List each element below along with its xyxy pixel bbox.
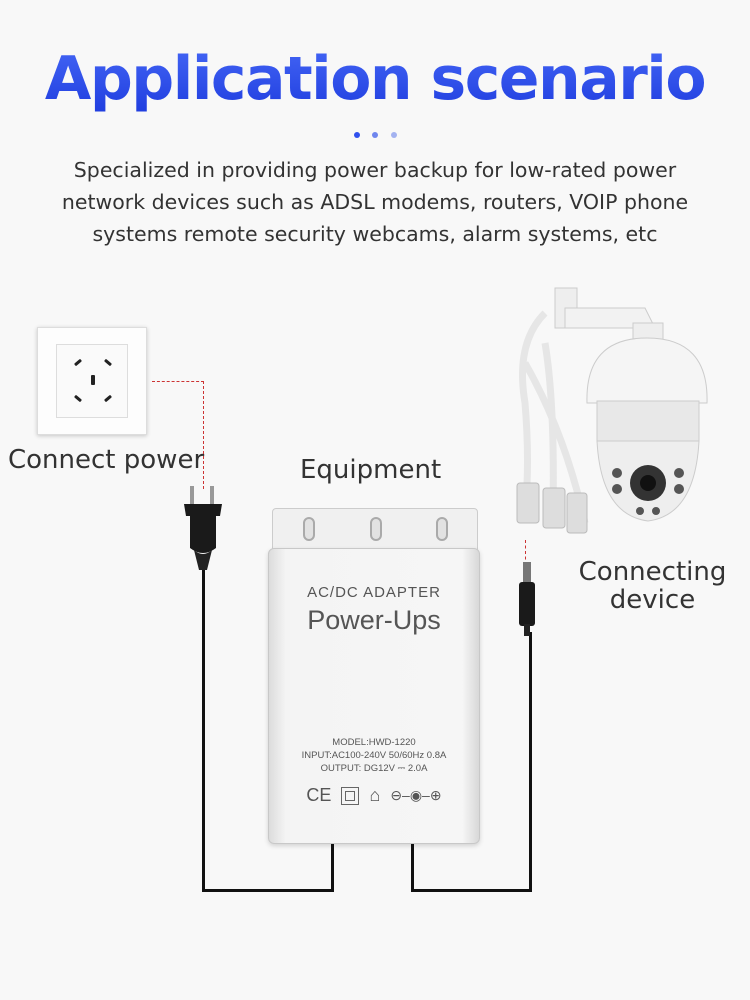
guide-line <box>525 540 526 565</box>
output-text: OUTPUT: DG12V ⎓ 2.0A <box>320 763 428 774</box>
adapter-type: AC/DC ADAPTER <box>307 584 441 601</box>
model-text: MODEL:HWD-1220 <box>332 737 416 748</box>
cable <box>529 632 532 892</box>
decor-dot <box>354 132 360 138</box>
label-line: Connecting <box>578 557 727 587</box>
cable <box>202 889 334 892</box>
cable <box>202 570 205 892</box>
decor-dot <box>391 132 397 138</box>
connect-power-label: Connect power <box>8 445 205 475</box>
double-insulation-icon <box>341 786 360 805</box>
cable <box>411 889 532 892</box>
wall-socket-image <box>37 327 147 435</box>
indoor-use-icon: ⌂ <box>369 785 381 805</box>
cable <box>411 843 414 892</box>
input-text: INPUT:AC100-240V 50/60Hz 0.8A <box>301 750 447 761</box>
security-camera-image <box>516 287 708 534</box>
ce-mark-icon: CE <box>306 785 332 805</box>
connecting-device-label: Connecting device <box>570 558 735 614</box>
label-line: device <box>609 585 696 615</box>
guide-line <box>152 381 204 382</box>
cable <box>331 843 334 892</box>
power-plug-icon <box>184 486 222 570</box>
equipment-label: Equipment <box>300 455 442 485</box>
description: Specialized in providing power backup fo… <box>61 158 689 246</box>
adapter-name: Power-Ups <box>307 605 441 635</box>
guide-line <box>203 381 204 489</box>
power-ups-adapter-image: AC/DC ADAPTER Power-Ups MODEL:HWD-1220 I… <box>268 548 480 844</box>
page-title: Application scenario <box>0 44 750 114</box>
dc-plug-icon <box>519 562 535 636</box>
decor-dot <box>372 132 378 138</box>
polarity-icon: ⊖–◉–⊕ <box>390 787 442 803</box>
